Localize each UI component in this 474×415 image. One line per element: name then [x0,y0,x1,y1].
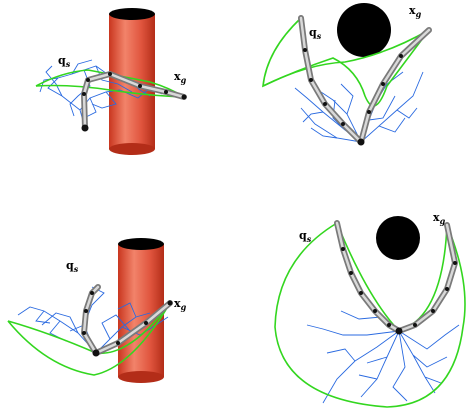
disc-obstacle [376,216,420,260]
arm-base-joint [357,138,365,146]
arm-joint [164,90,168,94]
robot-arm [334,220,458,335]
arm-joint [323,102,327,106]
arm-joint [381,82,385,86]
start-label: qs [299,229,312,244]
arm-base-joint [395,327,403,335]
arm-base-joint [92,349,100,357]
panel-2d-top: qs xg [237,0,474,207]
arm-end-effector [181,94,187,100]
arm-joint [431,309,435,313]
start-label: qs [66,259,79,274]
robot-arm [81,71,187,132]
arm-joint [84,309,88,313]
robot-arm [81,284,173,357]
arm-joint [453,261,457,265]
arm-base-joint [81,124,89,132]
arm-joint [90,291,94,295]
panel-3d-top: qs xg [0,0,237,207]
arm-joint [445,287,449,291]
arm-joint [82,92,86,96]
arm-joint [413,323,417,327]
goal-label: xg [409,4,422,19]
goal-label: xg [174,297,187,312]
arm-joint [359,291,363,295]
arm-joint [367,110,371,114]
panel-2d-bottom: qs xg [237,207,474,415]
arm-joint [309,78,313,82]
arm-end-effector [167,300,173,306]
goal-label: xg [174,70,187,85]
arm-joint [373,309,377,313]
arm-joint [349,271,353,275]
arm-joint [86,78,90,82]
arm-joint [399,54,403,58]
goal-label: xg [433,211,446,226]
arm-joint [138,84,142,88]
arm-joint [341,247,345,251]
arm-joint [303,48,307,52]
arm-joint [144,321,148,325]
panel-3d-bottom: qs xg [0,207,237,415]
arm-joint [116,341,120,345]
start-label: qs [309,26,322,41]
arm-joint [82,331,86,335]
arm-joint [341,122,345,126]
arm-joint [387,323,391,327]
search-tree [306,310,460,404]
robot-arm [298,15,432,146]
search-tree [17,286,169,354]
arm-joint [108,72,112,76]
start-label: qs [58,54,71,69]
disc-obstacle [337,3,391,57]
planned-path [274,222,466,408]
